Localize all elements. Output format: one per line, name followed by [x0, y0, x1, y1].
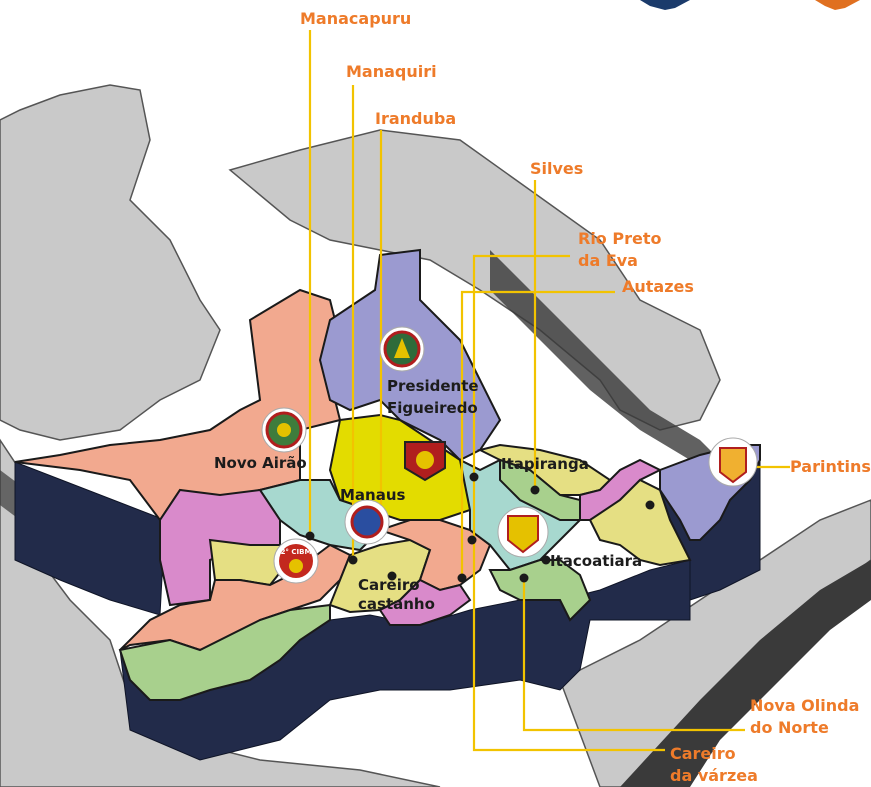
map-labels: Presidente Figueiredo Novo Airão Manaus …	[214, 377, 642, 613]
label-figueiredo: Figueiredo	[387, 399, 478, 417]
emblem-presidente-figueiredo	[379, 326, 425, 372]
label-rio-preto-line2: da Eva	[578, 251, 638, 270]
label-careiro: Careiro	[358, 576, 420, 594]
dot-itacoatiara	[541, 555, 551, 565]
emblem-2-cibm: 2° CIBM	[273, 538, 319, 584]
label-nova-olinda-line2: do Norte	[750, 718, 829, 737]
label-careiro-varzea-line1: Careiro	[670, 744, 736, 763]
label-castanho: castanho	[358, 595, 435, 613]
label-presidente: Presidente	[387, 377, 479, 395]
label-itacoatiara: Itacoatiara	[550, 552, 642, 570]
label-manaus: Manaus	[340, 486, 406, 504]
emblem-novo-airao	[261, 407, 307, 453]
label-iranduba: Iranduba	[375, 109, 456, 128]
label-autazes: Autazes	[622, 277, 694, 296]
emblem-parintins	[708, 437, 758, 487]
top-logos	[640, 0, 860, 10]
label-manaquiri: Manaquiri	[346, 62, 437, 81]
label-silves: Silves	[530, 159, 583, 178]
dot-careiro-castanho	[387, 571, 397, 581]
label-nova-olinda-line1: Nova Olinda	[750, 696, 859, 715]
dot-silves	[530, 485, 540, 495]
dot-nova-olinda	[519, 573, 529, 583]
dot-east	[645, 500, 655, 510]
label-parintins: Parintins	[790, 457, 871, 476]
dot-manacapuru	[305, 531, 315, 541]
label-itapiranga: Itapiranga	[501, 455, 589, 473]
emblem-itacoatiara	[497, 506, 549, 558]
dot-manaquiri	[348, 555, 358, 565]
callout-labels: Manacapuru Manaquiri Iranduba Silves Rio…	[300, 9, 871, 785]
location-dots	[305, 472, 655, 583]
label-rio-preto-line1: Rio Preto	[578, 229, 661, 248]
emblem-badge-text: 2° CIBM	[281, 548, 312, 556]
label-careiro-varzea-line2: da várzea	[670, 766, 758, 785]
emblem-manaus-circle	[344, 499, 390, 545]
label-manacapuru: Manacapuru	[300, 9, 411, 28]
emblem-manaus-shield	[404, 441, 446, 482]
dot-careiro-varzea	[467, 535, 477, 545]
label-novo-airao: Novo Airão	[214, 454, 307, 472]
leader-lines	[308, 30, 790, 752]
dot-rio-preto	[469, 472, 479, 482]
dot-autazes	[457, 573, 467, 583]
